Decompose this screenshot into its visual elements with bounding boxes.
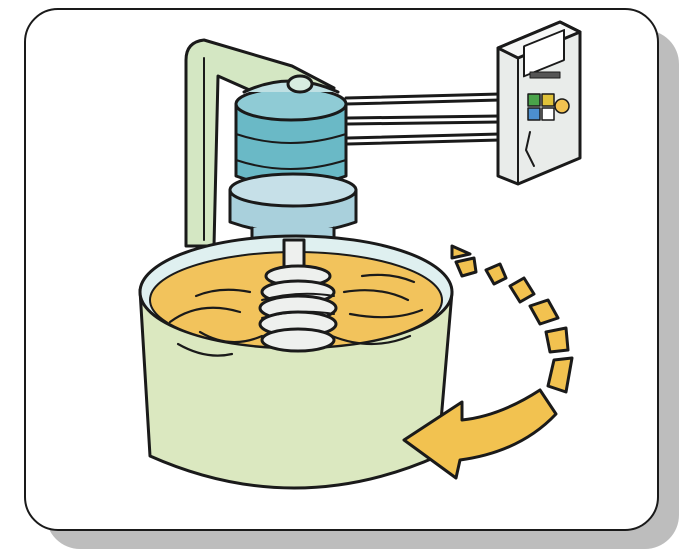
motor-flange bbox=[230, 174, 356, 245]
power-cables bbox=[346, 94, 500, 144]
inverter-drive bbox=[498, 22, 580, 184]
motor bbox=[236, 76, 346, 186]
